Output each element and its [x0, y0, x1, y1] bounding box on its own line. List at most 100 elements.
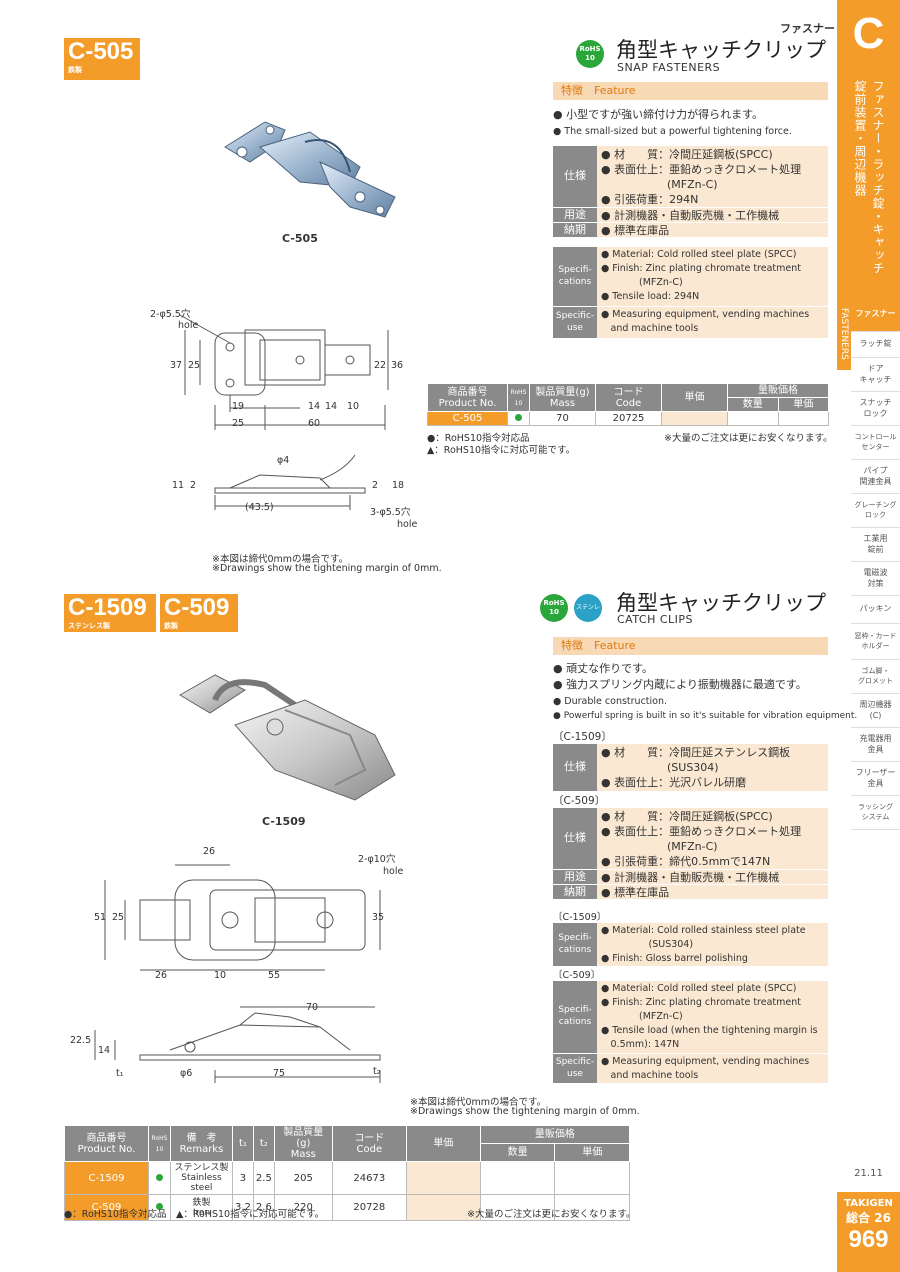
- dim-14a: 14: [308, 401, 321, 412]
- table-row: C-505 70 20725: [427, 411, 829, 426]
- side-menu-item[interactable]: フリーザー 金具: [851, 762, 900, 796]
- product-photo-c505: [224, 121, 396, 218]
- spec-en-line: ● Tensile load: 294N: [601, 291, 700, 302]
- dim-55: 55: [268, 970, 281, 981]
- spec-body: ● 材 質：冷間圧延鋼板(SPCC) ● 表面仕上：亜鉛めっきクロメート処理 (…: [597, 146, 828, 208]
- product-title-jp: 角型キャッチクリップ: [616, 38, 826, 62]
- spec-sub-509: 〔C-509〕: [553, 795, 606, 807]
- cell-unit: [554, 1161, 630, 1195]
- spec-en-body: ● Material: Cold rolled steel plate (SPC…: [597, 247, 828, 307]
- spec-en-label: Specifi- cations: [553, 247, 597, 307]
- side-menu-item[interactable]: ラッチ錠: [851, 332, 900, 358]
- dim-hole-label: 2-φ5.5穴: [150, 309, 191, 320]
- dim-10: 10: [214, 970, 227, 981]
- side-menu-item[interactable]: パイプ 関連金具: [851, 460, 900, 494]
- cell-qty: [479, 1161, 556, 1195]
- use-en-line: and machine tools: [601, 1070, 699, 1081]
- delivery-label: 納期: [553, 885, 597, 900]
- th-code: コード Code: [331, 1125, 407, 1162]
- spec-body: ● 材 質：冷間圧延鋼板(SPCC) ● 表面仕上：亜鉛めっきクロメート処理 (…: [597, 808, 828, 870]
- dim-11: 11: [172, 480, 185, 491]
- th-code: コード Code: [595, 383, 662, 412]
- cell-t1: 3: [232, 1161, 254, 1195]
- page-number: 969: [848, 1226, 889, 1253]
- legend-rohs: ●：RoHS10指令対応品: [427, 433, 530, 444]
- th-qty: 数量: [479, 1143, 556, 1162]
- spec-line: ● 表面仕上：亜鉛めっきクロメート処理: [601, 825, 802, 838]
- spec-line: ● 表面仕上：亜鉛めっきクロメート処理: [601, 163, 802, 176]
- side-menu-item[interactable]: 電磁波 対策: [851, 562, 900, 596]
- dim-60: 60: [308, 418, 321, 429]
- side-title-main: ファスナー・ラッチ錠・キャッチ: [871, 80, 885, 275]
- material-tag-509: 鉄製: [164, 623, 178, 630]
- product-code-badge-1509: C-1509 ステンレス製: [64, 594, 156, 632]
- dim-70: 70: [306, 1002, 319, 1013]
- cell-mass: 205: [273, 1161, 333, 1195]
- spec-en-label: Specifi- cations: [553, 923, 597, 967]
- spec-en-line: (MFZn-C): [601, 277, 683, 288]
- cell-product: C-505: [427, 411, 508, 426]
- spec-line: (SUS304): [601, 761, 719, 774]
- dim-2b: 2: [372, 480, 379, 491]
- spec-en-line: ● Material: Cold rolled steel plate (SPC…: [601, 249, 797, 260]
- feature-en-2: ● Powerful spring is built in so it's su…: [553, 711, 858, 721]
- th-mass: 製品質量(g) Mass: [273, 1125, 333, 1162]
- side-menu-item[interactable]: 工業用 錠前: [851, 528, 900, 562]
- use-en-line: ● Measuring equipment, vending machines: [601, 309, 810, 320]
- dim-37: 37: [170, 360, 183, 371]
- side-menu-item[interactable]: ファスナー: [851, 298, 900, 332]
- side-menu-item[interactable]: 充電器用 金具: [851, 728, 900, 762]
- dim-hole10-en: hole: [383, 866, 404, 877]
- use-en-row-2: Specific- use ● Measuring equipment, ven…: [553, 1054, 828, 1084]
- side-menu-item[interactable]: ドア キャッチ: [851, 358, 900, 392]
- side-menu-item[interactable]: ラッシング システム: [851, 796, 900, 830]
- side-index-tab: C ファスナー・ラッチ錠・キャッチ 錠前装置・周辺機器 FASTENERS ファ…: [837, 0, 900, 1272]
- spec-en-block: Specifi- cations ● Material: Cold rolled…: [553, 247, 828, 307]
- side-menu-item[interactable]: スナッチ ロック: [851, 392, 900, 426]
- side-menu-item[interactable]: グレーチング ロック: [851, 494, 900, 528]
- bulk-note-2: ※大量のご注文は更にお安くなります。: [467, 1209, 636, 1220]
- legend-rohs-possible: ▲：RoHS10指令に対応可能です。: [427, 445, 576, 456]
- spec-en-line: (SUS304): [601, 939, 694, 950]
- feature-jp: ● 小型ですが強い締付け力が得られます。: [553, 108, 763, 121]
- spec-en-509-block: Specifi- cations ● Material: Cold rolled…: [553, 981, 828, 1054]
- cell-mass: 70: [529, 411, 596, 426]
- product-code-badge-509: C-509 鉄製: [160, 594, 238, 632]
- delivery-body: ● 標準在庫品: [597, 885, 828, 900]
- spec-label: 仕様: [553, 744, 597, 792]
- th-t1: t₁: [232, 1125, 254, 1162]
- use-label: 用途: [553, 870, 597, 885]
- dim-36: 36: [391, 360, 404, 371]
- cell-rohs: [507, 411, 530, 426]
- cell-remarks: ステンレス製 Stainless steel: [170, 1161, 233, 1195]
- spec-line: ● 引張荷重：締代0.5mmで147N: [601, 855, 771, 868]
- spec-line: ● 材 質：冷間圧延鋼板(SPCC): [601, 810, 773, 823]
- th-rohs: RoHS 10: [148, 1125, 171, 1162]
- technical-drawing-side-c505: [214, 454, 366, 510]
- spec-line: (MFZn-C): [601, 178, 718, 191]
- cell-qty: [727, 411, 779, 426]
- legend-2: ●：RoHS10指令対応品 ▲：RoHS10指令に対応可能です。: [64, 1209, 325, 1220]
- side-menu-item[interactable]: コントロール センター: [851, 426, 900, 460]
- spec-en-line: 0.5mm): 147N: [601, 1039, 680, 1050]
- use-en-body: ● Measuring equipment, vending machines …: [597, 1054, 828, 1084]
- use-en-row: Specific- use ● Measuring equipment, ven…: [553, 307, 828, 339]
- product-code-509: C-509: [164, 594, 230, 621]
- cell-price: [405, 1161, 481, 1195]
- cell-rohs: [148, 1161, 171, 1195]
- side-menu-item[interactable]: 周辺機器 (C): [851, 694, 900, 728]
- dim-14: 14: [98, 1045, 111, 1056]
- side-menu-item[interactable]: ゴム脚・ グロメット: [851, 660, 900, 694]
- page-footer-badge: 21.11 TAKIGEN 総合 26 969: [837, 1168, 900, 1272]
- spec-line: ● 材 質：冷間圧延ステンレス鋼板: [601, 746, 791, 759]
- use-en-body: ● Measuring equipment, vending machines …: [597, 307, 828, 339]
- spec-en-body: ● Material: Cold rolled stainless steel …: [597, 923, 828, 967]
- side-menu-item[interactable]: パッキン: [851, 596, 900, 624]
- th-unit: 単価: [554, 1143, 630, 1162]
- dim-hole3-en: hole: [397, 519, 418, 530]
- dim-25h: 25: [232, 418, 245, 429]
- rohs-dot-icon: [515, 414, 522, 421]
- cell-price: [661, 411, 728, 426]
- side-menu-item[interactable]: 窓枠・カード ホルダー: [851, 624, 900, 660]
